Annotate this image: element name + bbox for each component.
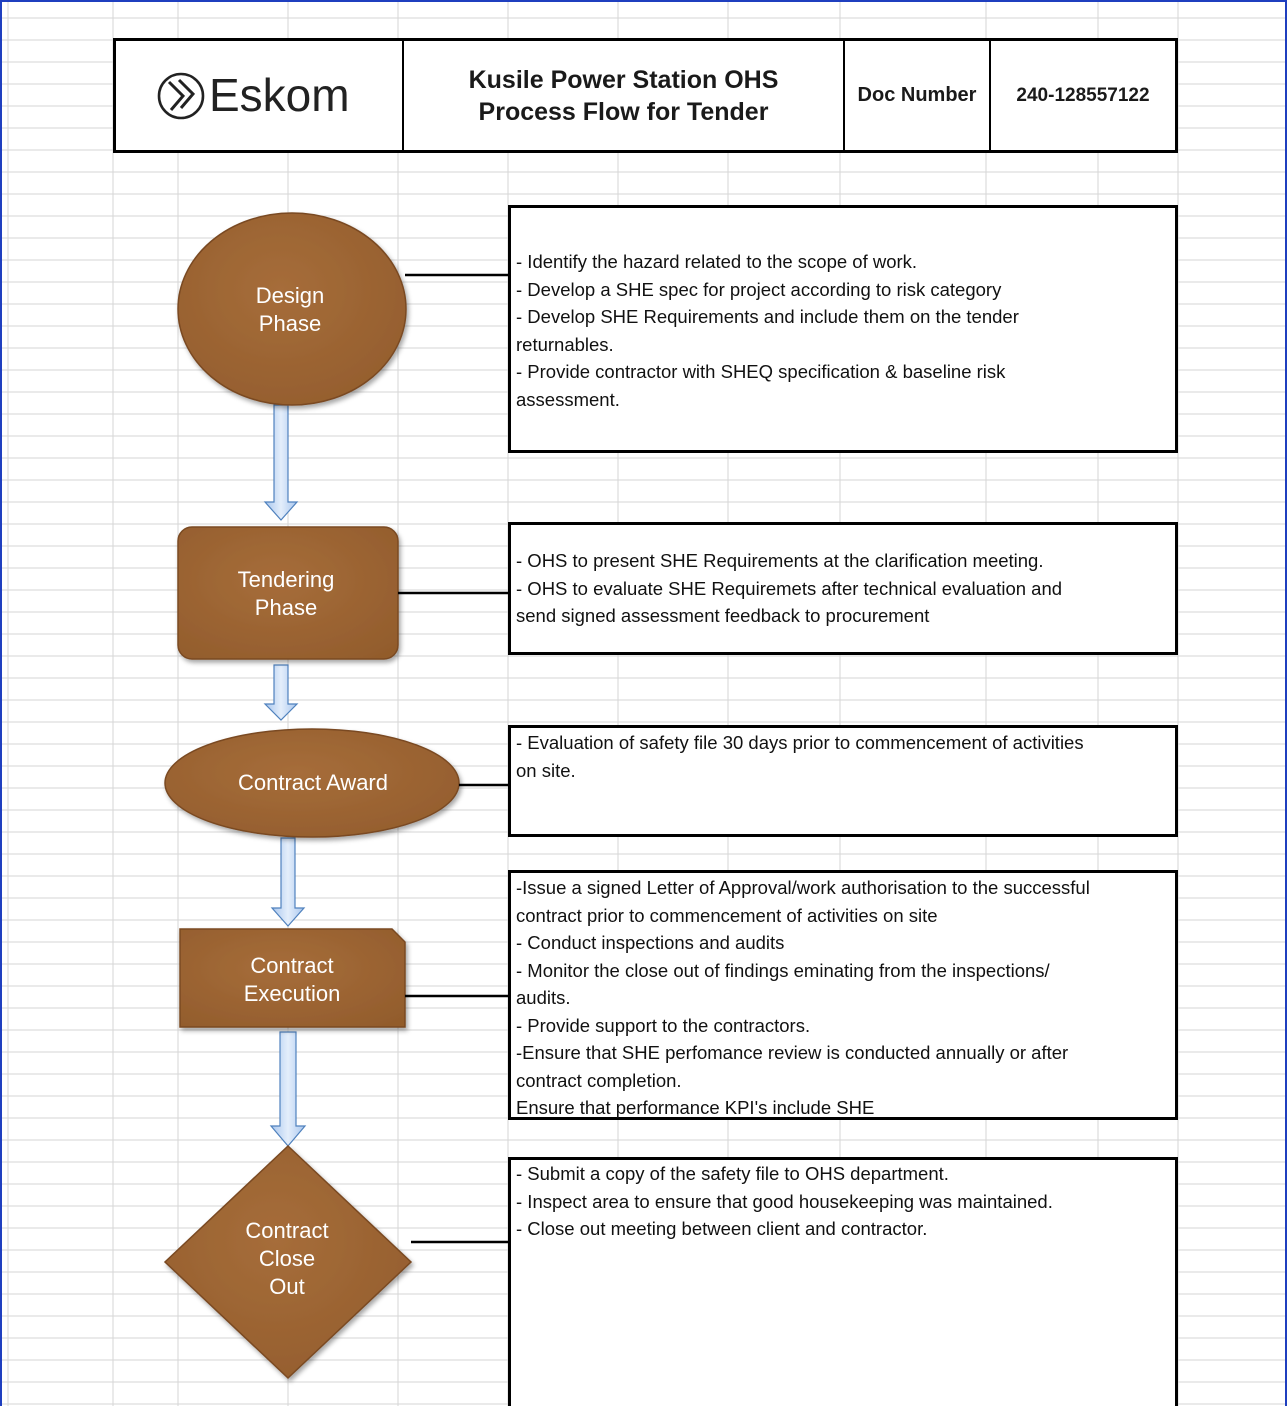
execution-detail-line: Ensure that performance KPI's include SH…	[516, 1097, 875, 1118]
title-line-1: Kusile Power Station OHS	[468, 65, 779, 94]
tendering-label-line: Phase	[254, 595, 318, 620]
closeout-detail-line: - Close out meeting between client and c…	[516, 1218, 928, 1239]
execution-detail-line: contract prior to commencement of activi…	[516, 904, 938, 926]
design-detail-line: returnables.	[516, 333, 614, 355]
flow-arrow-3	[270, 837, 306, 927]
design-label-line: Phase	[258, 311, 322, 336]
svg-text:Eskom: Eskom	[209, 69, 350, 121]
execution-label-line: Execution	[243, 981, 341, 1006]
closeout-label-line: Out	[269, 1274, 305, 1299]
execution-detail-line: -Issue a signed Letter of Approval/work …	[516, 877, 1090, 898]
contract-closeout-diamond	[163, 1144, 413, 1380]
design-details-box: - Identify the hazard related to the sco…	[508, 205, 1178, 453]
tendering-details-box: - OHS to present SHE Requirements at the…	[508, 522, 1178, 655]
tendering-detail-line: - OHS to evaluate SHE Requiremets after …	[516, 577, 1063, 599]
design-phase-ellipse	[177, 212, 407, 406]
tendering-detail-line: - OHS to present SHE Requirements at the…	[516, 550, 1044, 571]
doc-number-value: 240-128557122	[989, 41, 1175, 150]
flow-arrow-4	[269, 1031, 307, 1147]
document-header: Eskom Kusile Power Station OHS Process F…	[113, 38, 1178, 153]
document-title: Kusile Power Station OHS Process Flow fo…	[402, 41, 843, 150]
execution-detail-line: contract completion.	[516, 1069, 682, 1091]
award-detail-line: on site.	[516, 759, 576, 781]
execution-label-line: Contract	[250, 953, 334, 978]
contract-award-ellipse	[164, 728, 460, 838]
eskom-logo: Eskom	[116, 41, 402, 150]
contract-execution-snipped-rect	[179, 928, 406, 1028]
closeout-detail-line: - Submit a copy of the safety file to OH…	[516, 1163, 949, 1184]
design-detail-line: - Develop a SHE spec for project accordi…	[516, 278, 1002, 300]
design-detail-line: - Develop SHE Requirements and include t…	[516, 306, 1019, 327]
design-detail-line: assessment.	[516, 388, 620, 410]
award-detail-line: - Evaluation of safety file 30 days prio…	[516, 732, 1084, 753]
execution-detail-line: -Ensure that SHE perfomance review is co…	[516, 1042, 1069, 1063]
award-label-line: Contract Award	[237, 770, 388, 795]
design-detail-line: - Identify the hazard related to the sco…	[516, 251, 918, 272]
tendering-detail-line: send signed assessment feedback to procu…	[516, 605, 930, 626]
execution-detail-line: - Provide support to the contractors.	[516, 1014, 811, 1036]
flow-arrow-1	[263, 404, 299, 521]
flow-arrow-2	[263, 664, 299, 721]
tendering-label-line: Tendering	[237, 567, 335, 592]
design-detail-line: - Provide contractor with SHEQ specifica…	[516, 361, 1006, 382]
execution-detail-line: - Monitor the close out of findings emin…	[516, 959, 1050, 981]
execution-detail-line: - Conduct inspections and audits	[516, 932, 785, 953]
award-phase-label: Contract Award	[165, 769, 461, 797]
eskom-emblem-icon: Eskom	[157, 69, 350, 121]
closeout-detail-line: - Inspect area to ensure that good house…	[516, 1190, 1053, 1212]
title-line-2: Process Flow for Tender	[478, 97, 769, 126]
award-details-box: - Evaluation of safety file 30 days prio…	[508, 725, 1178, 837]
execution-detail-line: audits.	[516, 987, 571, 1008]
doc-number-label: Doc Number	[843, 41, 989, 150]
closeout-label-line: Close	[258, 1246, 316, 1271]
execution-details-box: -Issue a signed Letter of Approval/work …	[508, 870, 1178, 1120]
closeout-details-box: - Submit a copy of the safety file to OH…	[508, 1157, 1178, 1406]
design-label-line: Design	[255, 283, 325, 308]
closeout-label-line: Contract	[245, 1218, 329, 1243]
